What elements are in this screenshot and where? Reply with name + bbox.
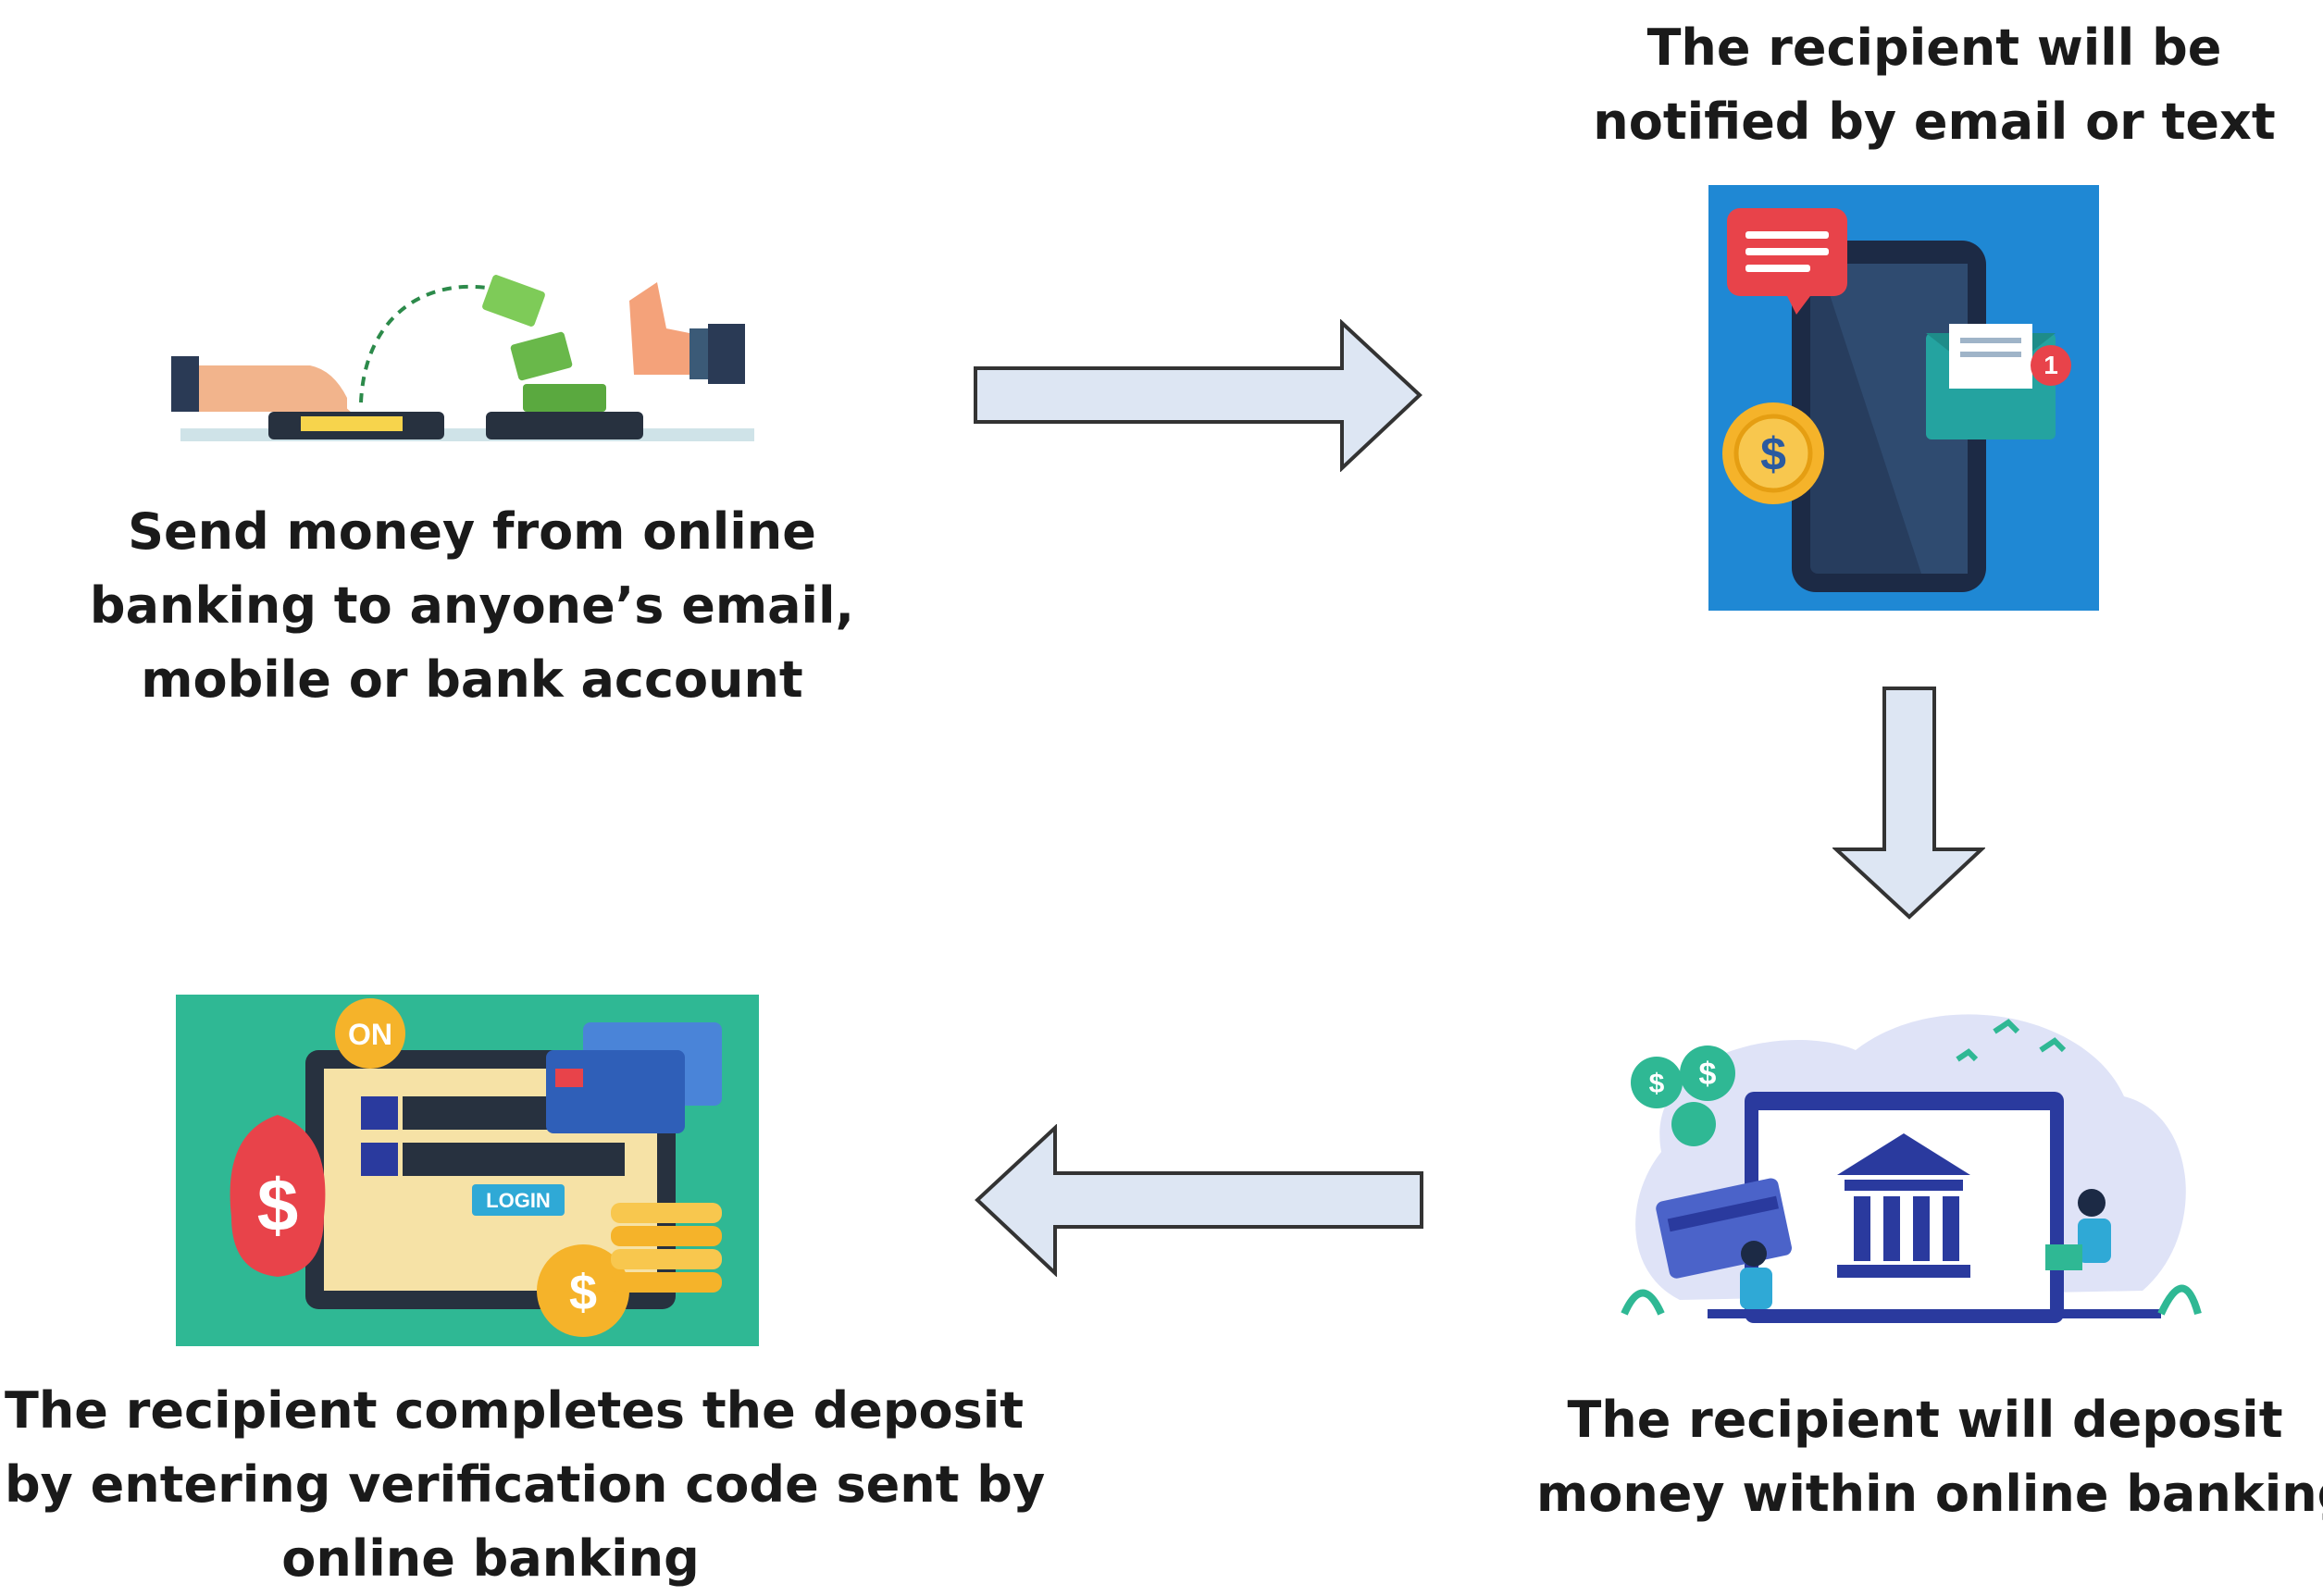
label-line: Send money from online (128, 502, 816, 561)
step-send-money-label: Send money from online banking to anyone… (65, 495, 879, 717)
label-line: online banking (281, 1529, 700, 1588)
arrow-down (1832, 685, 1985, 921)
online-bank-icon: $ $ (1621, 1014, 2202, 1323)
phone-notification-icon: 1 $ (1708, 185, 2099, 611)
label-line: notified by email or text (1593, 93, 2276, 151)
step-deposit-label: The recipient will deposit money within … (1536, 1383, 2323, 1531)
send-money-illustration (171, 245, 764, 467)
arrow-right (972, 319, 1425, 472)
notification-count-badge: 1 (2043, 351, 2058, 379)
svg-text:$: $ (1649, 1069, 1665, 1099)
label-line: mobile or bank account (141, 650, 803, 709)
money-transfer-hands-icon (171, 275, 754, 441)
step-notified-label: The recipient will be notified by email … (1573, 11, 2295, 159)
login-verification-icon: LOGIN ON $ $ (176, 995, 759, 1346)
svg-text:$: $ (569, 1265, 597, 1320)
label-line: by entering verification code sent by (5, 1455, 1046, 1514)
label-line: The recipient will deposit (1567, 1391, 2283, 1449)
label-line: The recipient will be (1646, 19, 2222, 77)
label-line: The recipient completes the deposit (5, 1381, 1025, 1440)
label-line: money within online banking (1536, 1465, 2323, 1523)
login-verification-illustration: LOGIN ON $ $ (176, 995, 759, 1346)
svg-text:$: $ (1699, 1057, 1717, 1092)
online-bank-illustration: $ $ (1606, 995, 2217, 1355)
login-button-label: LOGIN (486, 1189, 551, 1212)
notification-illustration: 1 $ (1708, 185, 2099, 611)
arrow-left (972, 1124, 1425, 1277)
svg-text:$: $ (1760, 428, 1786, 480)
step-complete-label: The recipient completes the deposit by e… (5, 1374, 1046, 1596)
svg-text:$: $ (257, 1164, 299, 1246)
label-line: banking to anyone’s email, (89, 576, 855, 635)
on-badge-label: ON (348, 1018, 392, 1051)
